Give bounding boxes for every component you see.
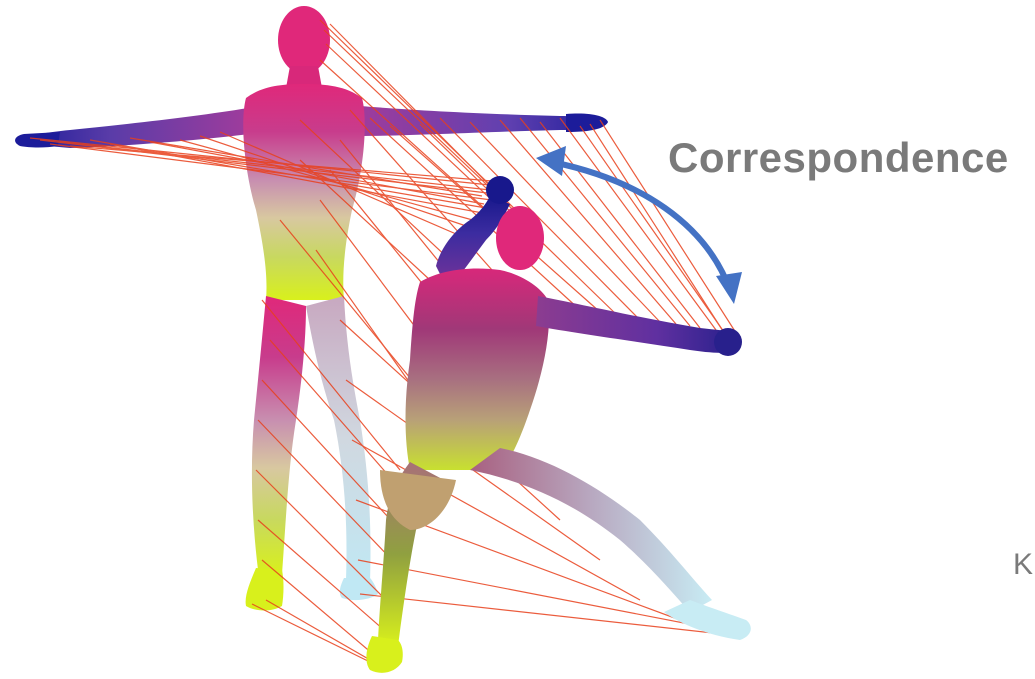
partial-label: K xyxy=(1013,548,1033,582)
correspondence-label: Correspondence xyxy=(668,134,1009,182)
